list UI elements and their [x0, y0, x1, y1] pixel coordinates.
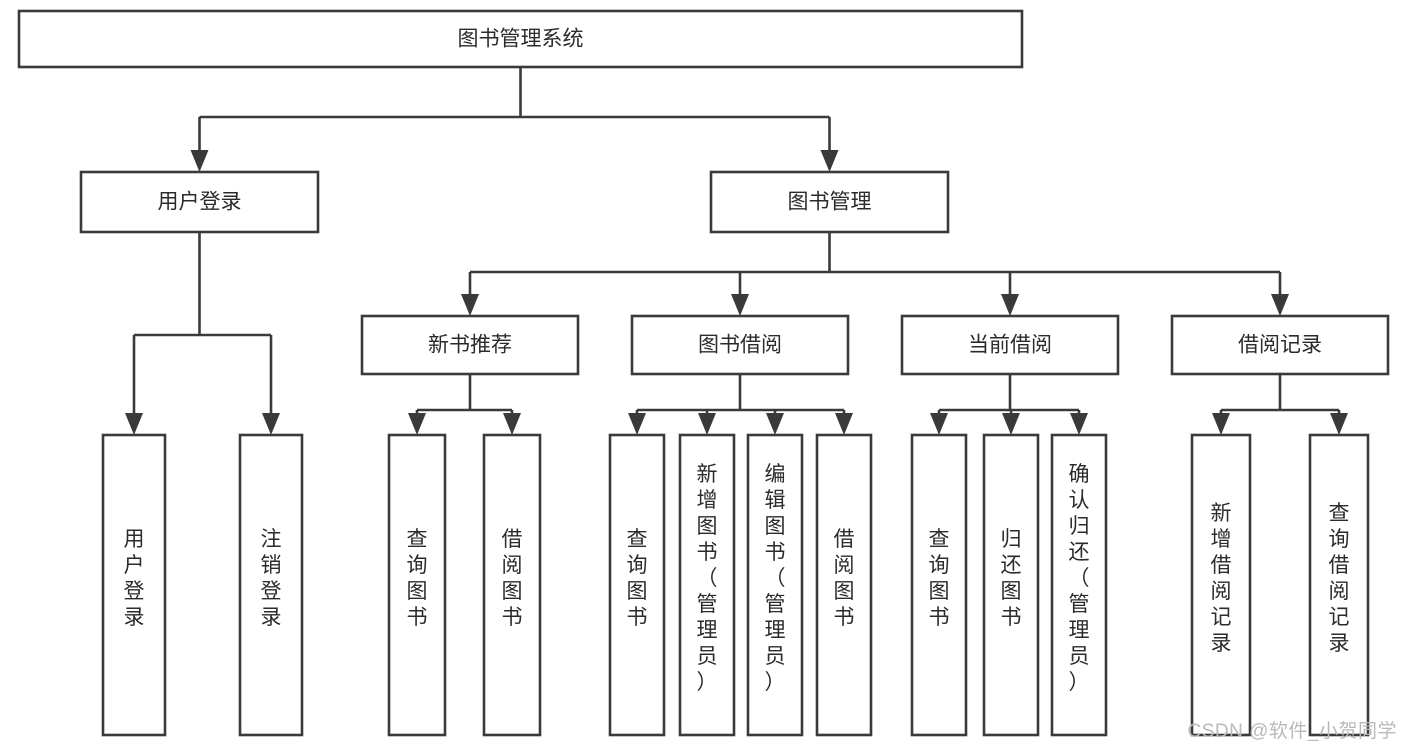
node-leaf-2-label: 查询图书 — [407, 528, 428, 629]
root-to-l2-0-head — [190, 150, 209, 172]
node-l3-2-label: 当前借阅 — [968, 334, 1052, 357]
leaf-arrow-0-1-head — [262, 413, 280, 435]
leaf-arrow-2-0-head — [628, 413, 646, 435]
node-l2-0-rect[interactable] — [79, 170, 320, 234]
node-l2-1-label: 图书管理 — [788, 191, 872, 214]
leaf-arrow-2-3-head — [835, 413, 853, 435]
node-leaf-11-rect[interactable] — [1190, 433, 1252, 737]
mgr-to-l3-3-head — [1271, 294, 1289, 316]
node-leaf-6-label: 编辑图书（管理员） — [765, 463, 786, 694]
node-leaf-10-rect[interactable] — [1050, 433, 1108, 737]
connector-layer — [125, 67, 1348, 435]
leaf-arrow-4-1-head — [1330, 413, 1348, 435]
leaf-arrow-2-1-head — [698, 413, 716, 435]
node-leaf-7[interactable]: 借阅图书 — [815, 433, 873, 737]
leaf-arrow-3-0-head — [930, 413, 948, 435]
node-leaf-3[interactable]: 借阅图书 — [482, 433, 542, 737]
node-leaf-2[interactable]: 查询图书 — [387, 433, 447, 737]
node-l3-1-rect[interactable] — [630, 314, 850, 376]
node-leaf-3-rect[interactable] — [482, 433, 542, 737]
node-l3-1[interactable]: 图书借阅 — [630, 314, 850, 376]
node-leaf-11[interactable]: 新增借阅记录 — [1190, 433, 1252, 737]
node-l2-1[interactable]: 图书管理 — [709, 170, 950, 234]
node-leaf-1-rect[interactable] — [238, 433, 304, 737]
node-l3-0-rect[interactable] — [360, 314, 580, 376]
node-l3-0[interactable]: 新书推荐 — [360, 314, 580, 376]
node-leaf-5-rect[interactable] — [678, 433, 736, 737]
node-l3-3-label: 借阅记录 — [1238, 334, 1322, 357]
node-leaf-9[interactable]: 归还图书 — [982, 433, 1040, 737]
node-leaf-9-rect[interactable] — [982, 433, 1040, 737]
node-layer: 图书管理系统用户登录图书管理新书推荐图书借阅当前借阅借阅记录用户登录注销登录查询… — [17, 9, 1390, 737]
node-leaf-4-rect[interactable] — [608, 433, 666, 737]
node-l2-0-label: 用户登录 — [158, 191, 242, 214]
node-root-system[interactable]: 图书管理系统 — [17, 9, 1024, 69]
node-leaf-12[interactable]: 查询借阅记录 — [1308, 433, 1370, 737]
node-leaf-0[interactable]: 用户登录 — [101, 433, 167, 737]
node-l3-1-label: 图书借阅 — [698, 334, 782, 357]
node-leaf-1-label: 注销登录 — [261, 528, 282, 629]
node-l2-1-rect[interactable] — [709, 170, 950, 234]
node-l3-0-label: 新书推荐 — [428, 334, 512, 357]
leaf-arrow-1-1-head — [503, 413, 521, 435]
node-leaf-10[interactable]: 确认归还（管理员） — [1050, 433, 1108, 737]
leaf-arrow-0-0-head — [125, 413, 143, 435]
node-l3-2[interactable]: 当前借阅 — [900, 314, 1120, 376]
node-root-system-rect[interactable] — [17, 9, 1024, 69]
node-leaf-12-label: 查询借阅记录 — [1329, 502, 1350, 655]
node-leaf-0-rect[interactable] — [101, 433, 167, 737]
node-leaf-3-label: 借阅图书 — [502, 528, 523, 629]
leaf-arrow-4-0-head — [1212, 413, 1230, 435]
node-leaf-8[interactable]: 查询图书 — [910, 433, 968, 737]
node-leaf-6-rect[interactable] — [746, 433, 804, 737]
mgr-to-l3-0-head — [461, 294, 479, 316]
node-leaf-11-label: 新增借阅记录 — [1211, 502, 1232, 655]
mgr-to-l3-1-head — [731, 294, 749, 316]
node-leaf-12-rect[interactable] — [1308, 433, 1370, 737]
leaf-arrow-2-2-head — [766, 413, 784, 435]
node-leaf-6[interactable]: 编辑图书（管理员） — [746, 433, 804, 737]
node-leaf-7-label: 借阅图书 — [834, 528, 855, 629]
node-leaf-8-label: 查询图书 — [929, 528, 950, 629]
node-leaf-2-rect[interactable] — [387, 433, 447, 737]
node-leaf-9-label: 归还图书 — [1001, 528, 1022, 629]
root-to-l2-1-head — [820, 150, 839, 172]
leaf-arrow-3-1-head — [1002, 413, 1020, 435]
mgr-to-l3-2-head — [1001, 294, 1019, 316]
node-l3-3[interactable]: 借阅记录 — [1170, 314, 1390, 376]
node-leaf-4-label: 查询图书 — [627, 528, 648, 629]
leaf-arrow-1-0-head — [408, 413, 426, 435]
node-leaf-10-label: 确认归还（管理员） — [1069, 463, 1090, 694]
node-root-system-label: 图书管理系统 — [458, 28, 584, 51]
node-leaf-5[interactable]: 新增图书（管理员） — [678, 433, 736, 737]
node-leaf-8-rect[interactable] — [910, 433, 968, 737]
node-l3-2-rect[interactable] — [900, 314, 1120, 376]
leaf-arrow-3-2-head — [1070, 413, 1088, 435]
node-leaf-1[interactable]: 注销登录 — [238, 433, 304, 737]
node-leaf-5-label: 新增图书（管理员） — [697, 463, 718, 694]
node-l2-0[interactable]: 用户登录 — [79, 170, 320, 234]
node-leaf-4[interactable]: 查询图书 — [608, 433, 666, 737]
node-l3-3-rect[interactable] — [1170, 314, 1390, 376]
node-leaf-7-rect[interactable] — [815, 433, 873, 737]
node-leaf-0-label: 用户登录 — [124, 528, 145, 629]
